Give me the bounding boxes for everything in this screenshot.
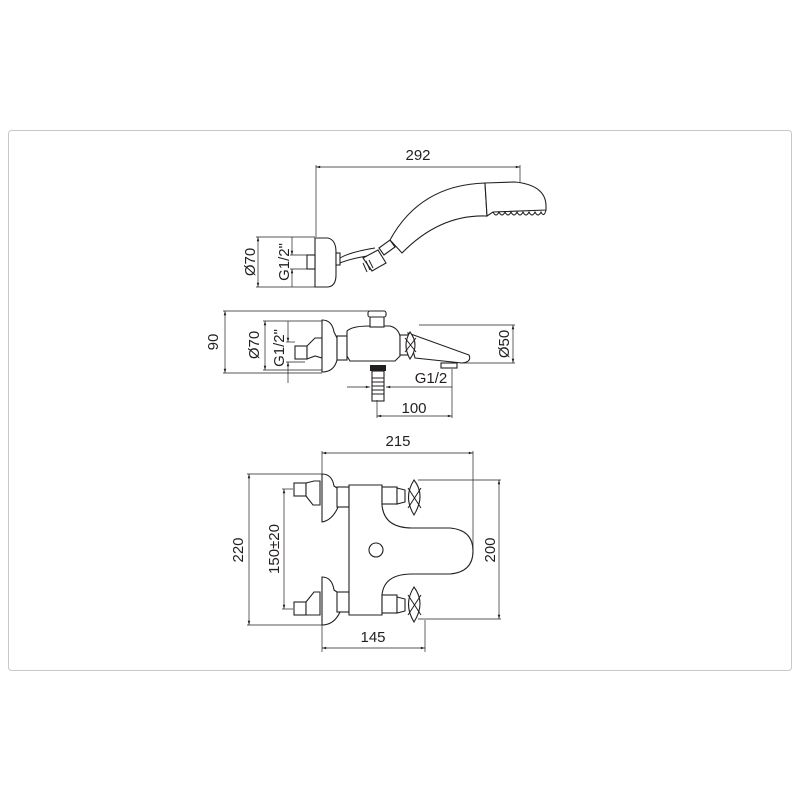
outlet-offset-label: 100 (401, 400, 426, 417)
body-depth-label: 145 (360, 629, 385, 646)
depth-215-label: 215 (385, 433, 410, 450)
centre-distance-label: 150±20 (266, 524, 283, 574)
top-mixer-body (348, 484, 474, 616)
side-flange (321, 319, 338, 373)
diverter-knob (368, 542, 384, 558)
flange-diameter-label: Ø70 (242, 248, 259, 276)
outlet-thread-label: G1/2 (415, 370, 448, 387)
handle-span-label: 200 (482, 537, 499, 562)
width-220-label: 220 (230, 537, 247, 562)
hand-shower-view: 292 Ø70 G1/2" (242, 147, 547, 288)
side-view: 90 Ø70 G1/2" Ø50 G1/2 100 (205, 310, 515, 418)
shower-head (484, 181, 547, 217)
diverter-button (367, 310, 387, 318)
thread-label: G1/2" (276, 243, 293, 281)
mixer-body (346, 325, 401, 362)
wall-flange (314, 237, 337, 288)
spout (407, 332, 471, 364)
side-thread-label: G1/2" (271, 329, 288, 367)
height-90-label: 90 (205, 334, 222, 351)
dimension-292-label: 292 (405, 147, 430, 164)
top-view: 215 220 150±20 200 (230, 433, 501, 652)
side-flange-diameter-label: Ø70 (246, 331, 263, 359)
shower-handle (389, 182, 488, 254)
spout-diameter-label: Ø50 (496, 330, 513, 358)
drawing-frame (8, 130, 792, 671)
